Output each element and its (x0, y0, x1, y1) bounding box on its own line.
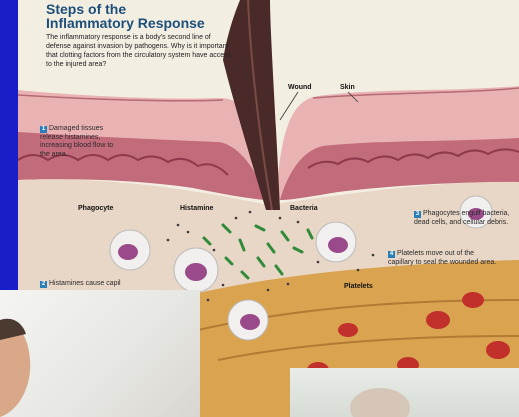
person-photo-left (0, 290, 200, 417)
step-1: 1Damaged tissues release histamines, inc… (40, 125, 120, 159)
step-4-number: 4 (388, 251, 395, 258)
step-1-number: 1 (40, 126, 47, 133)
step-3-number: 3 (414, 211, 421, 218)
step-4: 4Platelets move out of the capillary to … (388, 250, 498, 267)
diagram-title: Steps of the Inflammatory Response (46, 2, 286, 30)
title-line-1: Steps of the (46, 2, 286, 16)
step-1-text: Damaged tissues release histamines, incr… (40, 125, 113, 158)
label-phagocyte: Phagocyte (78, 205, 113, 212)
label-histamine: Histamine (180, 205, 213, 212)
step-4-text: Platelets move out of the capillary to s… (388, 250, 496, 266)
step-2: 2Histamines cause capil (40, 280, 190, 289)
person-photo-right (290, 368, 519, 417)
step-3-text: Phagocytes engulf bacteria, dead cells, … (414, 210, 509, 226)
label-wound: Wound (288, 84, 312, 91)
title-line-2: Inflammatory Response (46, 16, 286, 30)
label-skin: Skin (340, 84, 355, 91)
step-2-text: Histamines cause capil (49, 280, 121, 287)
head-shape (350, 388, 410, 417)
label-bacteria: Bacteria (290, 205, 318, 212)
step-2-number: 2 (40, 281, 47, 288)
intro-text: The inflammatory response is a body's se… (46, 33, 236, 69)
label-platelets: Platelets (344, 283, 373, 290)
step-3: 3Phagocytes engulf bacteria, dead cells,… (414, 210, 514, 227)
